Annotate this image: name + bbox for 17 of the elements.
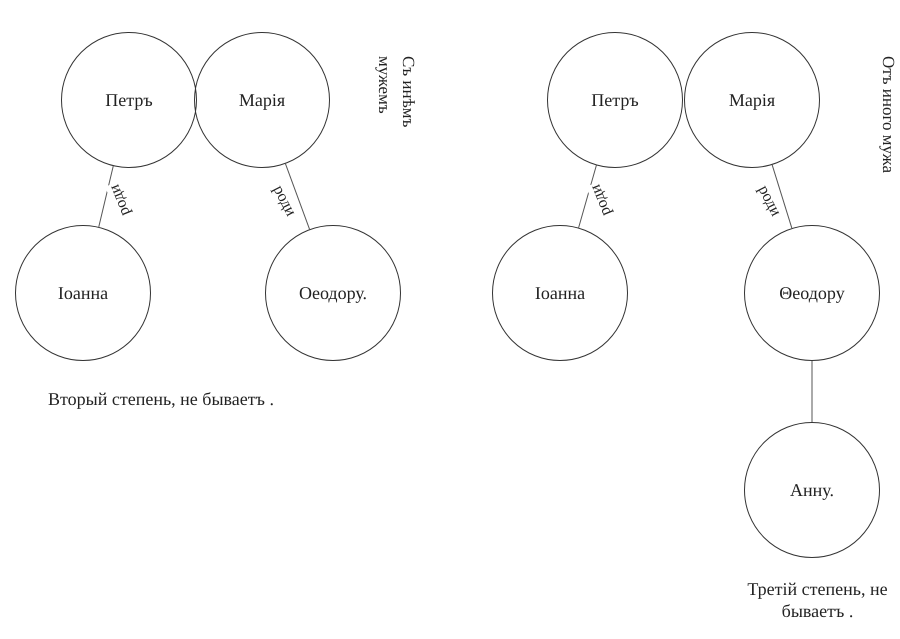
connector-line (578, 164, 597, 228)
connector-line (98, 166, 114, 228)
name-circle: Петръ (547, 32, 683, 168)
name-circle: Θеодору (744, 225, 880, 361)
connector-line (284, 163, 310, 230)
note-text: Вторый степень, не бываетъ . (48, 388, 275, 410)
name-circle: Анну. (744, 422, 880, 558)
name-circle: Оеодору. (265, 225, 401, 361)
name-circle: Іоанна (15, 225, 151, 361)
side-note: Съ инѣмъ мужемъ (374, 56, 419, 130)
connector-line (772, 164, 792, 229)
name-circle: Іоанна (492, 225, 628, 361)
name-circle: Марія (194, 32, 330, 168)
name-circle: Марія (684, 32, 820, 168)
note-text: Третій степень, не бываетъ . (746, 578, 889, 622)
side-note: Отъ иного мужа (878, 56, 899, 176)
name-circle: Петръ (61, 32, 197, 168)
